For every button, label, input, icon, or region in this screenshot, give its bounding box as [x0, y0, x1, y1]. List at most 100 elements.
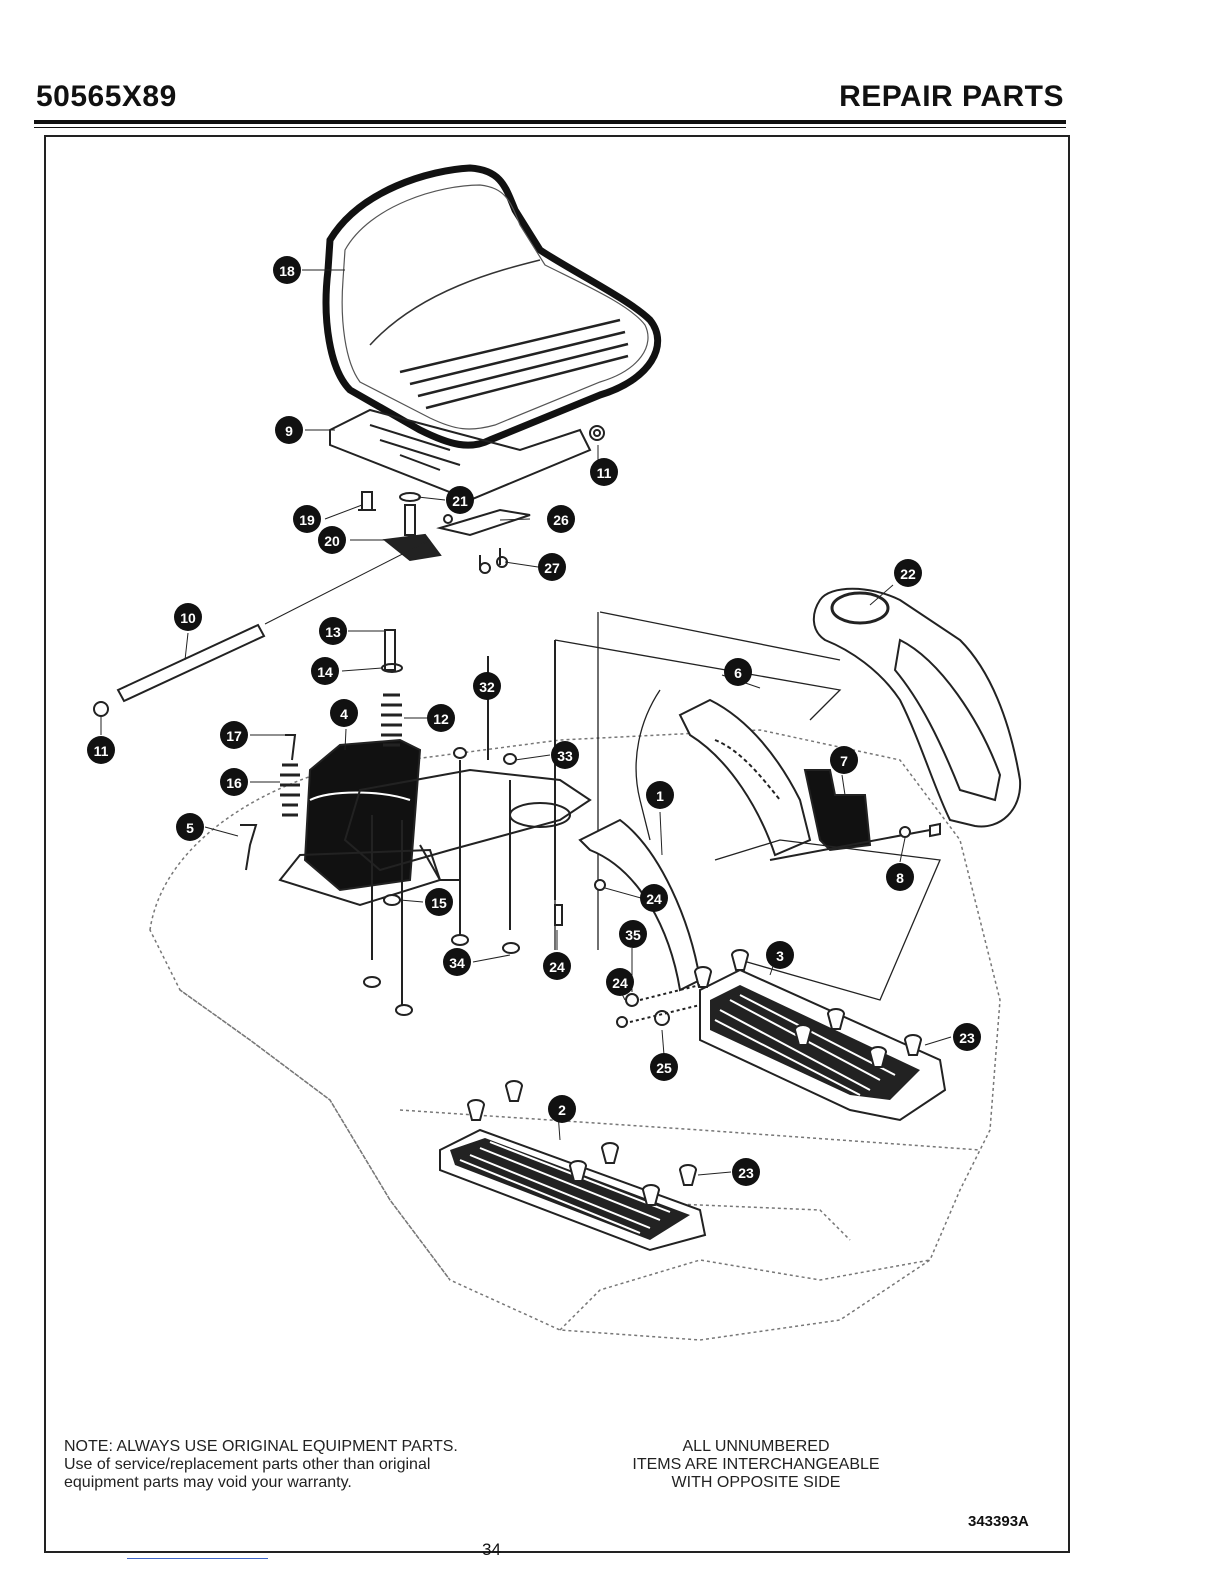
callout-label: 10	[180, 610, 196, 626]
callout-label: 24	[549, 959, 565, 975]
callout-c17: 17	[220, 721, 248, 749]
callout-circle	[174, 603, 202, 631]
callout-circle	[547, 505, 575, 533]
pivot-rod	[93, 539, 431, 717]
side-plate	[578, 818, 702, 992]
header-rule-thick	[34, 120, 1066, 124]
note-line-1: NOTE: ALWAYS USE ORIGINAL EQUIPMENT PART…	[64, 1438, 458, 1455]
callout-circle	[446, 486, 474, 514]
callout-label: 23	[959, 1030, 975, 1046]
callout-circle	[220, 768, 248, 796]
callout-circle	[273, 256, 301, 284]
callout-c1: 1	[646, 781, 674, 809]
callout-c35: 35	[619, 920, 647, 948]
callout-c24b: 24	[543, 952, 571, 980]
header-rule-thin	[34, 127, 1066, 128]
callout-label: 26	[553, 512, 569, 528]
callout-c24c: 24	[606, 968, 634, 996]
callout-c24a: 24	[640, 884, 668, 912]
callout-label: 14	[317, 664, 333, 680]
callout-c34: 34	[443, 948, 471, 976]
callout-c7: 7	[830, 746, 858, 774]
callout-label: 33	[557, 748, 573, 764]
callout-label: 5	[186, 820, 194, 836]
callout-circle	[87, 736, 115, 764]
battery-box	[278, 738, 442, 907]
callout-circle	[640, 884, 668, 912]
callout-c9: 9	[275, 416, 303, 444]
callout-c4: 4	[330, 699, 358, 727]
warranty-note: NOTE: ALWAYS USE ORIGINAL EQUIPMENT PART…	[64, 1438, 564, 1492]
seat	[322, 164, 662, 449]
callout-circle	[606, 968, 634, 996]
callout-c33: 33	[551, 741, 579, 769]
callout-label: 23	[738, 1165, 754, 1181]
callout-label: 35	[625, 927, 641, 943]
callout-label: 11	[597, 465, 612, 481]
callout-c5: 5	[176, 813, 204, 841]
callout-circle	[543, 952, 571, 980]
note-right-line-2: ITEMS ARE INTERCHANGEABLE	[632, 1456, 880, 1473]
callout-circle	[732, 1158, 760, 1186]
callout-circle	[953, 1023, 981, 1051]
callout-label: 21	[452, 493, 468, 509]
callout-circle	[425, 888, 453, 916]
center-plate	[343, 640, 592, 1010]
callout-label: 17	[226, 728, 242, 744]
callout-c3: 3	[766, 941, 794, 969]
callout-c8: 8	[886, 863, 914, 891]
callout-c26: 26	[547, 505, 575, 533]
callout-label: 9	[285, 423, 293, 439]
callout-c16: 16	[220, 768, 248, 796]
callout-label: 27	[544, 560, 560, 576]
drawing-number: 343393A	[968, 1513, 1029, 1530]
push-fasteners	[466, 949, 923, 1206]
callout-label: 13	[325, 624, 341, 640]
callout-c23b: 23	[732, 1158, 760, 1186]
callout-label: 34	[449, 955, 465, 971]
callout-label: 22	[900, 566, 916, 582]
lever-bracket	[769, 769, 941, 861]
callout-circle	[319, 617, 347, 645]
callout-c6: 6	[724, 658, 752, 686]
callout-circle	[318, 526, 346, 554]
shift-plate	[678, 698, 812, 857]
fender-console	[812, 587, 1022, 828]
callout-label: 12	[433, 711, 449, 727]
note-right-line-1: ALL UNNUMBERED	[682, 1438, 830, 1455]
callout-c21: 21	[446, 486, 474, 514]
callout-c2: 2	[548, 1095, 576, 1123]
callout-c32: 32	[473, 672, 501, 700]
callout-circle	[330, 699, 358, 727]
page-number: 34	[482, 1540, 501, 1559]
seat-hardware	[358, 491, 531, 574]
callout-label: 16	[226, 775, 242, 791]
callout-circle	[646, 781, 674, 809]
callout-label: 7	[840, 753, 848, 769]
callout-c15: 15	[425, 888, 453, 916]
callout-circle	[311, 657, 339, 685]
callout-label: 18	[279, 263, 295, 279]
seat-pan-bracket	[329, 408, 605, 524]
plate-hardware	[554, 879, 701, 1028]
callout-circle	[551, 741, 579, 769]
callout-c13: 13	[319, 617, 347, 645]
callout-label: 3	[776, 948, 784, 964]
callout-c25: 25	[650, 1053, 678, 1081]
callout-label: 25	[656, 1060, 672, 1076]
callout-circle	[220, 721, 248, 749]
callout-label: 4	[340, 706, 348, 722]
callout-c20: 20	[318, 526, 346, 554]
callout-circle	[830, 746, 858, 774]
callout-circle	[548, 1095, 576, 1123]
callout-circle	[538, 553, 566, 581]
callout-circle	[650, 1053, 678, 1081]
callout-c10: 10	[174, 603, 202, 631]
callout-circle	[766, 941, 794, 969]
callout-circle	[176, 813, 204, 841]
callout-label: 19	[299, 512, 315, 528]
left-footrest	[439, 1128, 707, 1252]
callout-c12: 12	[427, 704, 455, 732]
callout-c11b: 11	[87, 736, 115, 764]
